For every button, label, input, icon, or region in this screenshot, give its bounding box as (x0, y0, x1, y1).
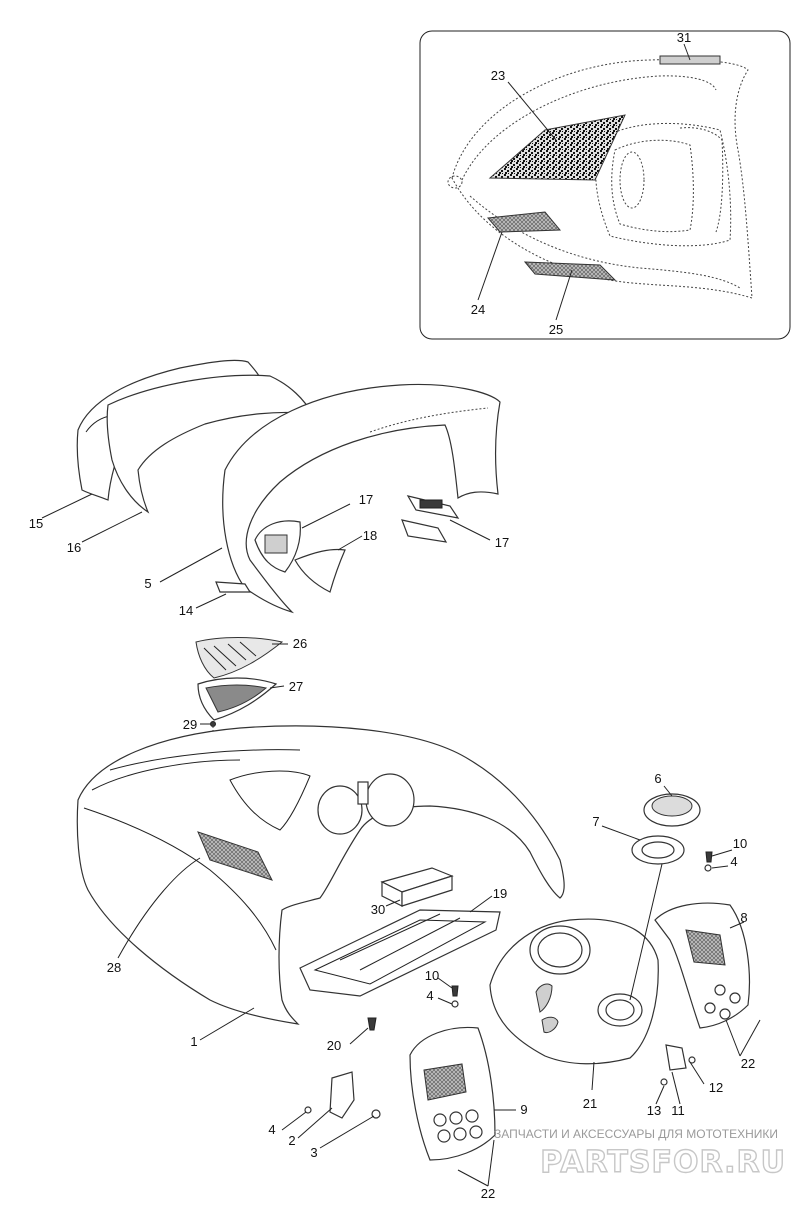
hardware (304, 851, 713, 1119)
label-4-upper: 4 (730, 854, 737, 869)
upper-covers (76, 359, 501, 614)
label-20: 20 (327, 1038, 341, 1053)
label-9: 9 (520, 1102, 527, 1117)
label-30: 30 (371, 902, 385, 917)
leader-lines (41, 43, 761, 1187)
tray (299, 909, 501, 997)
inset-detail (419, 30, 791, 340)
label-8: 8 (740, 910, 747, 925)
label-6: 6 (654, 771, 661, 786)
side-panels (409, 902, 750, 1161)
label-10-upper: 10 (733, 836, 747, 851)
watermark-tagline: ЗАПЧАСТИ И АКСЕССУАРЫ ДЛЯ МОТОТЕХНИКИ (494, 1127, 778, 1141)
label-3: 3 (310, 1145, 317, 1160)
watermark: ЗАПЧАСТИ И АКСЕССУАРЫ ДЛЯ МОТОТЕХНИКИ PA… (494, 1127, 786, 1181)
label-13: 13 (647, 1103, 661, 1118)
label-1: 1 (190, 1034, 197, 1049)
watermark-logo: PARTSFOR.RU (540, 1145, 786, 1180)
label-17-right: 17 (495, 535, 509, 550)
label-28: 28 (107, 960, 121, 975)
label-22-lower: 22 (481, 1186, 495, 1201)
label-24: 24 (471, 302, 485, 317)
main-body (76, 725, 565, 1025)
label-27: 27 (289, 679, 303, 694)
label-2: 2 (288, 1133, 295, 1148)
label-25: 25 (549, 322, 563, 337)
label-4-lower: 4 (268, 1122, 275, 1137)
callout-labels: 31 23 24 25 15 16 5 14 17 18 17 26 27 29… (29, 30, 755, 1201)
rings (629, 793, 701, 1001)
label-21: 21 (583, 1096, 597, 1111)
label-12: 12 (709, 1080, 723, 1095)
label-7: 7 (592, 814, 599, 829)
label-19: 19 (493, 886, 507, 901)
label-26: 26 (293, 636, 307, 651)
label-29: 29 (183, 717, 197, 732)
label-10-middle: 10 (425, 968, 439, 983)
label-17-left: 17 (359, 492, 373, 507)
console (489, 918, 659, 1065)
label-11: 11 (671, 1103, 685, 1118)
label-31: 31 (677, 30, 691, 45)
label-16: 16 (67, 540, 81, 555)
label-22-right: 22 (741, 1056, 755, 1071)
label-4-middle: 4 (426, 988, 433, 1003)
label-14: 14 (179, 603, 193, 618)
label-5: 5 (144, 576, 151, 591)
label-15: 15 (29, 516, 43, 531)
label-18: 18 (363, 528, 377, 543)
label-23: 23 (491, 68, 505, 83)
